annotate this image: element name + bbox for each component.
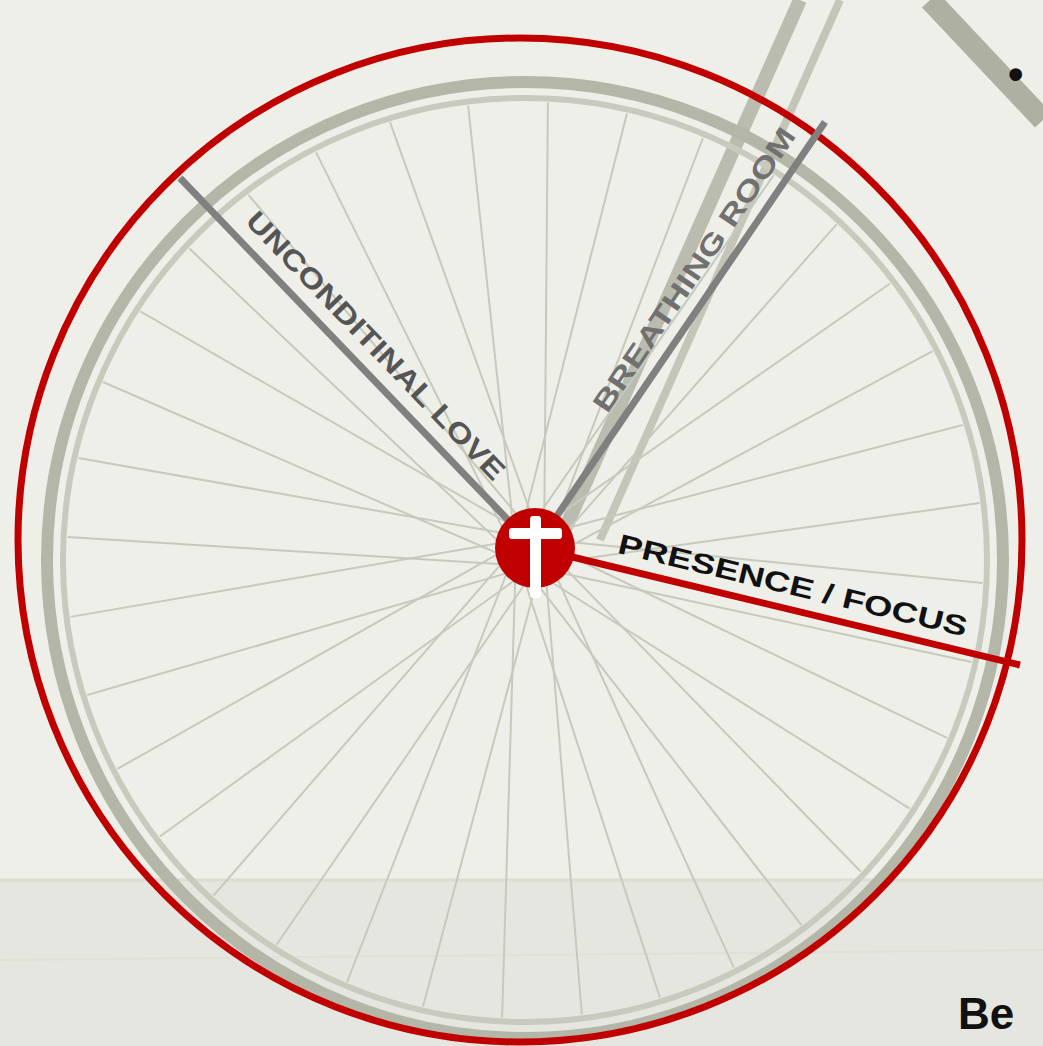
bullet-mark: •	[1008, 52, 1023, 96]
partial-heading: Be	[958, 992, 1014, 1036]
